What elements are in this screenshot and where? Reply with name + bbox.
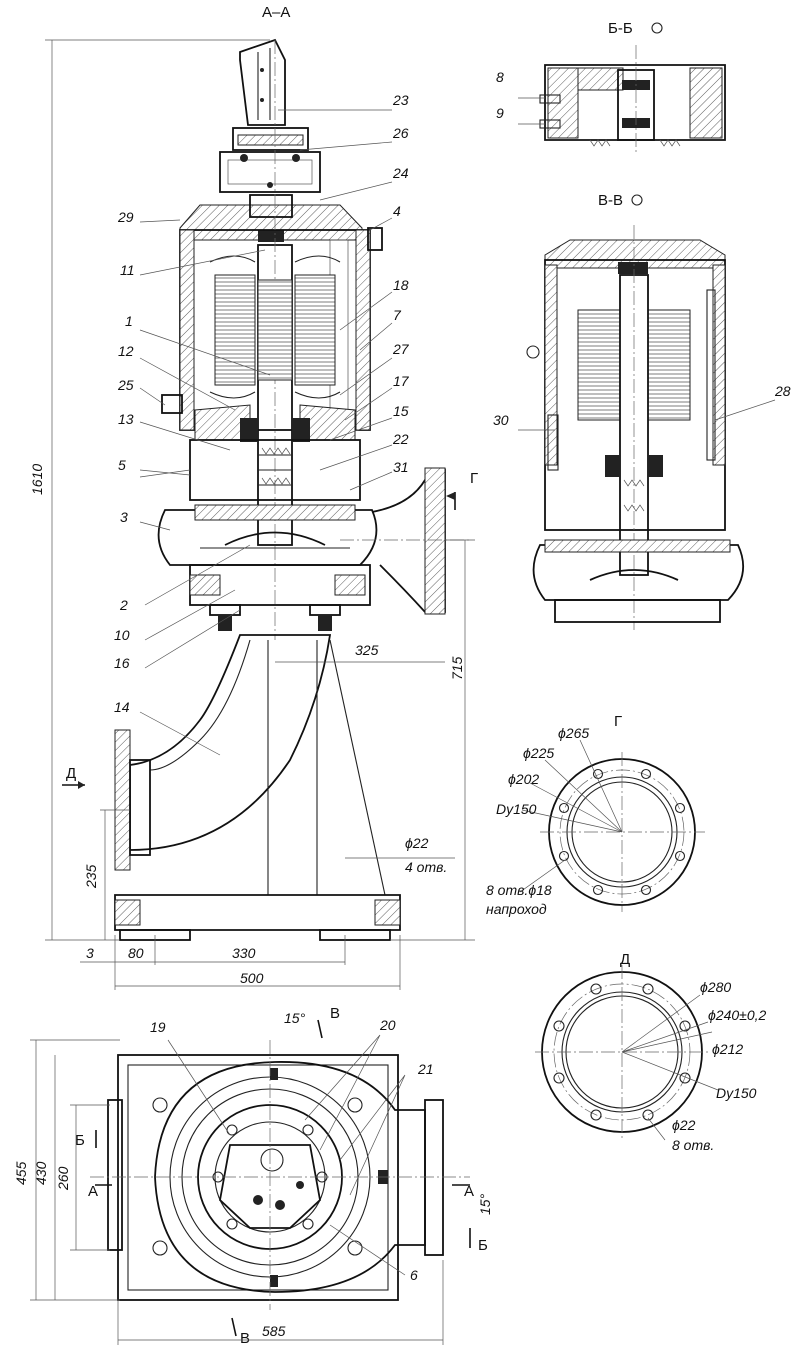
part-label: 6 (410, 1267, 418, 1283)
part-label: 1 (125, 313, 133, 329)
part-label: 17 (393, 373, 410, 389)
dim-3: 3 (86, 945, 94, 961)
part-label: 7 (393, 307, 402, 323)
part-label: 31 (393, 459, 409, 475)
rotate-icon (631, 194, 643, 206)
part-label: 28 (774, 383, 791, 399)
flange-d-holes-d: ϕ22 (672, 1117, 696, 1133)
section-vv-view: В-В 30 28 (493, 192, 791, 630)
flange-g-holes: 8 отв.ϕ18 (486, 882, 552, 898)
part-label: 2 (119, 597, 128, 613)
dim-500: 500 (240, 970, 264, 986)
flange-d-view: Д ϕ280 ϕ240±0,2 ϕ212 Dy150 ϕ22 8 отв. (535, 951, 767, 1153)
plan-dim-430: 430 (33, 1161, 49, 1185)
marker-a-left: А (88, 1183, 98, 1200)
plan-dim-585: 585 (262, 1323, 286, 1339)
dim-330: 330 (232, 945, 256, 961)
dim-1610: 1610 (29, 464, 45, 495)
flange-g-d-inner: ϕ202 (508, 771, 539, 787)
flange-g-view: Г ϕ265 ϕ225 ϕ202 Dy150 8 отв.ϕ18 напрохо… (486, 713, 705, 917)
section-bb-title: Б-Б (608, 20, 633, 37)
dim-715: 715 (449, 656, 465, 680)
part-label: 19 (150, 1019, 166, 1035)
plan-dim-455: 455 (13, 1161, 29, 1185)
marker-v-top: В (330, 1005, 340, 1022)
dim-80: 80 (128, 945, 144, 961)
angle-top: 15° (284, 1010, 306, 1026)
part-label: 9 (496, 105, 504, 121)
angle-right: 15° (477, 1193, 493, 1215)
part-label: 8 (496, 69, 504, 85)
part-label: 30 (493, 412, 509, 428)
dim-325: 325 (355, 642, 379, 658)
part-label: 3 (120, 509, 128, 525)
plan-view: А А Б Б В В 15° 15° 455 430 260 585 19 2… (13, 1005, 493, 1347)
section-aa-title: А–А (262, 4, 290, 21)
flange-g-dn: Dy150 (496, 801, 537, 817)
part-label: 24 (392, 165, 409, 181)
section-vv-title: В-В (598, 192, 623, 209)
part-label: 10 (114, 627, 130, 643)
part-label: 27 (392, 341, 410, 357)
flange-d-d-inner: ϕ212 (712, 1041, 743, 1057)
marker-g: Г (470, 470, 478, 487)
part-label: 25 (117, 377, 134, 393)
part-label: 5 (118, 457, 126, 473)
part-label: 15 (393, 403, 409, 419)
part-label: 23 (392, 92, 409, 108)
holes-diameter: ϕ22 (405, 835, 429, 851)
section-bb-view: Б-Б 8 9 (496, 20, 726, 155)
marker-d: Д (66, 765, 76, 782)
flange-g-holes-note: напроход (486, 901, 547, 917)
flange-d-d-outer: ϕ280 (700, 979, 731, 995)
part-label: 29 (117, 209, 134, 225)
marker-v-bottom: В (240, 1330, 250, 1347)
rotate-icon (651, 22, 663, 34)
flange-g-d-bolt: ϕ225 (523, 745, 554, 761)
part-label: 13 (118, 411, 134, 427)
marker-b-right: Б (478, 1237, 488, 1254)
flange-g-title: Г (614, 713, 622, 730)
part-label: 11 (120, 262, 135, 278)
part-leaders: 23 26 24 29 4 11 18 7 1 27 12 17 25 15 1… (114, 92, 410, 756)
holes-count: 4 отв. (405, 859, 447, 875)
dim-235: 235 (83, 864, 99, 889)
part-label: 20 (379, 1017, 396, 1033)
section-aa-view: А–А (29, 4, 478, 990)
flange-g-d-outer: ϕ265 (558, 725, 589, 741)
flange-d-d-bolt: ϕ240±0,2 (708, 1007, 767, 1023)
part-label: 26 (392, 125, 409, 141)
part-label: 18 (393, 277, 409, 293)
part-label: 22 (392, 431, 409, 447)
part-label: 14 (114, 699, 130, 715)
part-label: 21 (417, 1061, 434, 1077)
plan-dim-260: 260 (55, 1166, 71, 1191)
part-label: 12 (118, 343, 134, 359)
flange-d-holes-count: 8 отв. (672, 1137, 714, 1153)
part-label: 16 (114, 655, 130, 671)
marker-a-right: А (464, 1183, 474, 1200)
flange-d-dn: Dy150 (716, 1085, 757, 1101)
marker-b-left: Б (75, 1132, 85, 1149)
part-label: 4 (393, 203, 401, 219)
flange-d-title: Д (620, 951, 630, 968)
